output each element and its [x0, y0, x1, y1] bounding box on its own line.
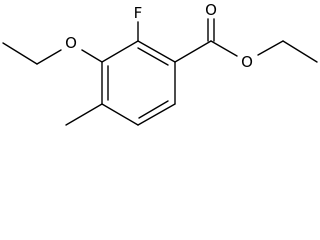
chemical-structure: F O O O — [2, 1, 318, 126]
ethoxy-oxygen-label: O — [65, 34, 77, 52]
ring-bond-c1-c2 — [137, 40, 176, 63]
ring-bond-c5-c6 — [137, 103, 176, 126]
carbonyl-oxygen-label: O — [205, 1, 217, 19]
ester-oxygen-label: O — [241, 53, 253, 71]
bond-c4-methyl — [65, 103, 103, 126]
bond-ethoxy-oxygen-ch2 — [36, 49, 62, 65]
bond-c1-carbonyl-carbon — [174, 40, 212, 63]
bond-ethoxy-ch2-ch3 — [2, 42, 38, 65]
ring-bond-c2-c3 — [101, 40, 139, 63]
ring-bond-c4-c5 — [101, 103, 139, 126]
bond-ester-oxygen-ch2 — [257, 40, 284, 56]
fluorine-label: F — [134, 4, 143, 22]
bond-ester-ch2-ch3 — [282, 40, 318, 63]
bond-carbonyl-ester-oxygen — [210, 40, 238, 57]
bond-c3-ethoxy-oxygen — [81, 49, 103, 63]
ring-double-bond-c1-c2 — [137, 47, 169, 66]
benzene-ring — [101, 40, 176, 126]
ring-double-bond-c5-c6 — [138, 100, 169, 119]
